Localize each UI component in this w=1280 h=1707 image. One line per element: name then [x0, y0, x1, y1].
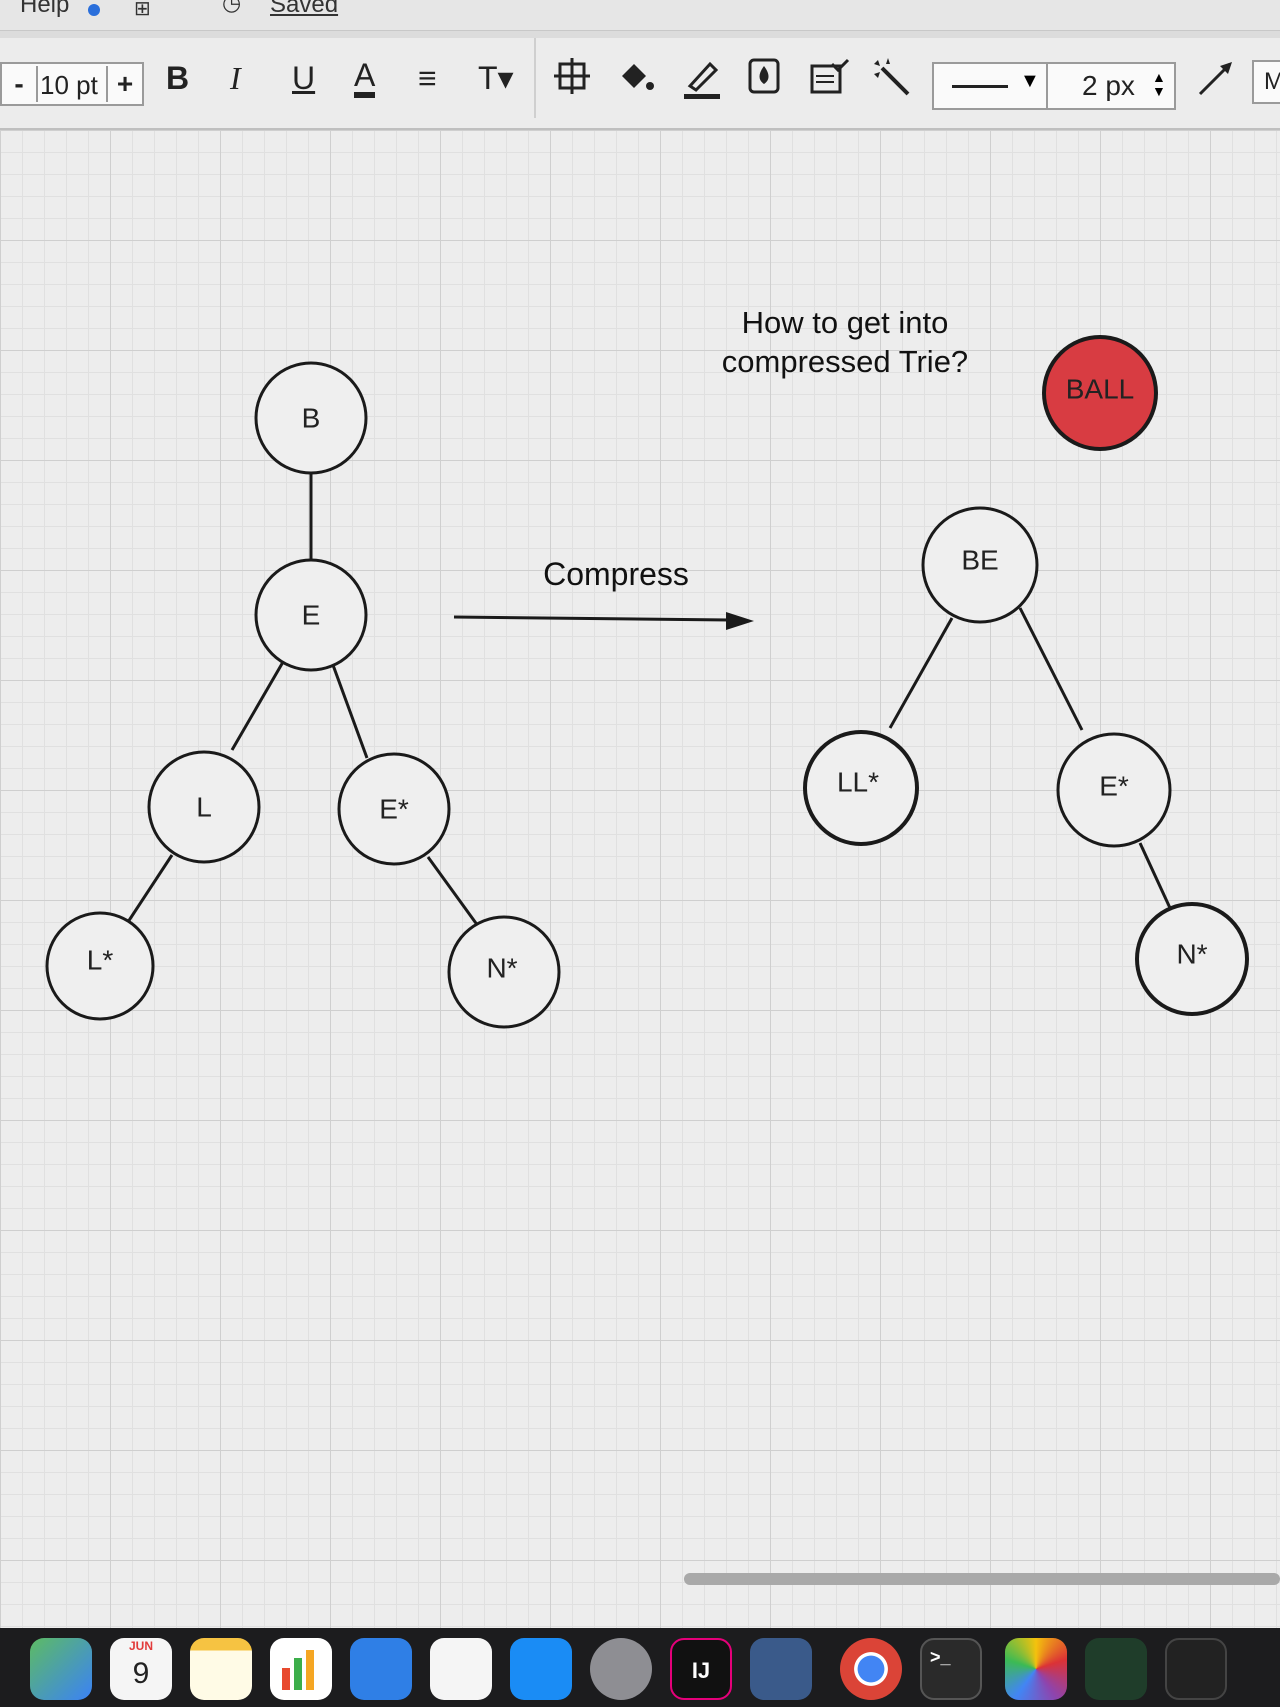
- font-color-button[interactable]: A: [354, 58, 376, 98]
- edge-e-estar: [331, 664, 369, 759]
- line-style-control: ▼ 2 px ▲▼: [932, 62, 1176, 110]
- node-be-label: BE: [961, 544, 998, 575]
- edge-l-lstar: [124, 854, 174, 926]
- history-icon[interactable]: ◷: [222, 0, 242, 15]
- notification-dot: [88, 4, 100, 16]
- calendar-day: 9: [132, 1657, 150, 1690]
- arrow-style-icon[interactable]: [1196, 58, 1236, 107]
- compress-arrow-line: [453, 615, 731, 622]
- ball-word-label: BALL: [1066, 373, 1135, 404]
- node-e-star-right-label: E*: [1099, 770, 1129, 801]
- numbers-icon[interactable]: [270, 1638, 332, 1700]
- edge-estar-nstar-right: [1138, 842, 1172, 909]
- question-line-2: compressed Trie?: [722, 344, 968, 379]
- terminal-prompt: >_: [930, 1647, 951, 1667]
- dock: JUN 9 IJ >_: [0, 1628, 1280, 1707]
- italic-button[interactable]: I: [230, 60, 241, 96]
- node-e[interactable]: E: [254, 558, 368, 672]
- activity-monitor-icon[interactable]: [1085, 1638, 1147, 1700]
- node-e-star[interactable]: E*: [337, 752, 451, 866]
- ball-word-badge[interactable]: BALL: [1042, 335, 1158, 451]
- notes-icon[interactable]: [190, 1638, 252, 1700]
- node-e-star-label: E*: [379, 793, 409, 824]
- line-color-icon[interactable]: [682, 56, 722, 109]
- dock-app-icon[interactable]: [1165, 1638, 1227, 1700]
- line-style-dropdown-caret[interactable]: ▼: [1020, 70, 1040, 92]
- node-ll-star[interactable]: LL*: [803, 730, 919, 846]
- drawing-canvas[interactable]: B E L E* L* N* Compress How to get into …: [0, 130, 1280, 1640]
- node-b[interactable]: B: [254, 361, 368, 475]
- edge-e-l: [230, 661, 285, 751]
- node-n-star-label: N*: [486, 952, 517, 983]
- compress-label: Compress: [543, 556, 689, 592]
- fill-bucket-icon[interactable]: [616, 58, 656, 103]
- font-size-value[interactable]: 10 pt: [40, 70, 98, 100]
- compress-arrow-head: [726, 612, 754, 630]
- truncated-toolbar-button[interactable]: M: [1252, 60, 1280, 104]
- keynote-icon[interactable]: [350, 1638, 412, 1700]
- intellij-label: IJ: [691, 1658, 711, 1683]
- question-line-1: How to get into: [742, 305, 949, 340]
- node-e-label: E: [302, 599, 321, 630]
- books-icon[interactable]: [750, 1638, 812, 1700]
- calendar-month: JUN: [128, 1639, 153, 1653]
- style-check-icon[interactable]: [810, 58, 850, 103]
- pages-app-icon[interactable]: [430, 1638, 492, 1700]
- font-size-increase-button[interactable]: +: [106, 66, 142, 102]
- opacity-icon[interactable]: [748, 58, 780, 103]
- help-menu[interactable]: Help: [20, 0, 70, 18]
- line-style-preview[interactable]: [952, 85, 1008, 88]
- node-n-star-right-label: N*: [1176, 938, 1207, 969]
- toolbar-divider: [534, 38, 536, 118]
- text-options-button[interactable]: T▾: [478, 60, 514, 96]
- intellij-icon[interactable]: IJ: [670, 1638, 732, 1700]
- node-l-label: L: [196, 791, 212, 822]
- chrome-icon[interactable]: [840, 1638, 902, 1700]
- menu-bar: Help ⊞ ◷ Saved: [0, 0, 1280, 31]
- underline-button[interactable]: U: [292, 60, 316, 96]
- system-settings-icon[interactable]: [590, 1638, 652, 1700]
- node-l[interactable]: L: [147, 750, 261, 864]
- font-size-decrease-button[interactable]: -: [2, 66, 38, 102]
- line-width-stepper[interactable]: ▲▼: [1152, 69, 1166, 99]
- app-store-icon[interactable]: [510, 1638, 572, 1700]
- photos-icon[interactable]: [1005, 1638, 1067, 1700]
- crop-icon[interactable]: [554, 58, 590, 103]
- edge-be-llstar: [888, 617, 954, 729]
- line-width-value[interactable]: 2 px: [1082, 70, 1135, 101]
- pages-icon[interactable]: ⊞: [134, 0, 151, 20]
- magic-wand-icon[interactable]: [872, 58, 912, 107]
- node-n-star-right[interactable]: N*: [1135, 902, 1249, 1016]
- node-be[interactable]: BE: [921, 506, 1039, 624]
- font-size-control: - 10 pt +: [0, 62, 144, 106]
- align-button[interactable]: ≡: [418, 60, 437, 96]
- node-l-star[interactable]: L*: [45, 911, 155, 1021]
- saved-status-link[interactable]: Saved: [270, 0, 339, 18]
- trie-diagram: B E L E* L* N* Compress How to get into …: [45, 305, 1249, 1029]
- edge-be-estar: [1018, 607, 1084, 731]
- edge-estar-nstar: [426, 856, 480, 927]
- node-ll-star-label: LL*: [837, 766, 879, 797]
- node-l-star-label: L*: [87, 944, 114, 975]
- node-b-label: B: [302, 402, 321, 433]
- maps-icon[interactable]: [30, 1638, 92, 1700]
- format-toolbar: - 10 pt + B I U A ≡ T▾ ▼ 2 px ▲▼ M: [0, 38, 1280, 130]
- line-box-divider: [1046, 64, 1048, 108]
- terminal-icon[interactable]: >_: [920, 1638, 982, 1700]
- node-n-star[interactable]: N*: [447, 915, 561, 1029]
- calendar-icon[interactable]: JUN 9: [110, 1638, 172, 1700]
- horizontal-scrollbar[interactable]: [684, 1573, 1280, 1585]
- node-e-star-right[interactable]: E*: [1056, 732, 1172, 848]
- bold-button[interactable]: B: [166, 60, 190, 96]
